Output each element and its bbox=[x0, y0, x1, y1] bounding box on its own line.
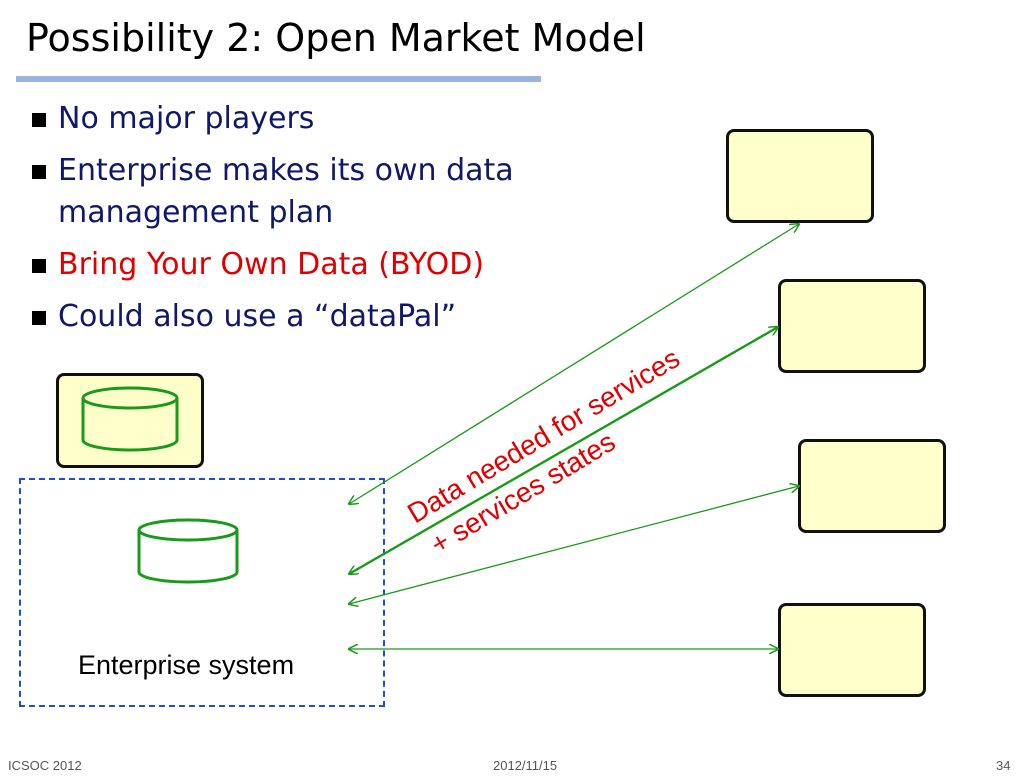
database-icon bbox=[81, 386, 179, 452]
database-icon bbox=[137, 518, 239, 584]
enterprise-system-label: Enterprise system bbox=[78, 650, 295, 680]
slide-title: Possibility 2: Open Market Model bbox=[26, 16, 646, 60]
flow-label-line1: Data needed for services bbox=[402, 342, 685, 529]
bullet-square-icon bbox=[32, 259, 46, 273]
footer-left: ICSOC 2012 bbox=[8, 758, 82, 773]
bullet-square-icon bbox=[32, 311, 46, 325]
flow-arrow-3 bbox=[349, 486, 799, 604]
bullet-square-icon bbox=[32, 165, 46, 179]
service-box-1 bbox=[726, 129, 874, 223]
footer-page-number: 34 bbox=[996, 758, 1011, 773]
footer-date: 2012/11/15 bbox=[493, 758, 558, 773]
service-box-3 bbox=[798, 439, 946, 533]
bullet-text: No major players bbox=[58, 101, 315, 136]
service-box-4 bbox=[778, 603, 926, 697]
title-underline bbox=[16, 76, 541, 82]
bullet-square-icon bbox=[32, 113, 46, 127]
bullet-item: Enterprise makes its own data management… bbox=[30, 150, 578, 234]
bullet-item: No major players bbox=[30, 98, 590, 140]
bullet-text: Enterprise makes its own data management… bbox=[58, 153, 514, 230]
service-box-2 bbox=[778, 279, 926, 373]
